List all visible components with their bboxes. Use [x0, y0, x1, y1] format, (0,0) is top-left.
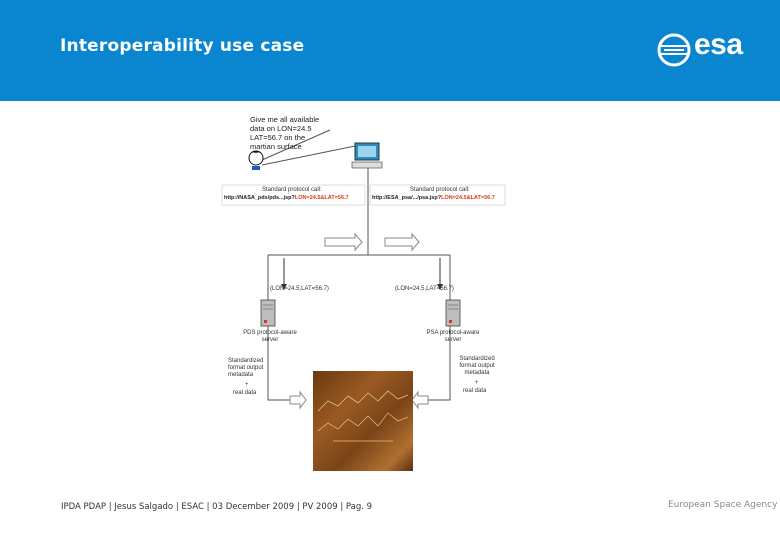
- pds-server-icon: [260, 299, 276, 327]
- header-bar: Interoperability use case esa: [0, 0, 780, 101]
- right-protocol-label: Standard protocol call:: [410, 187, 470, 193]
- spectrum-image: [313, 371, 413, 471]
- left-protocol-label: Standard protocol call:: [262, 187, 322, 193]
- esa-logo-text: esa: [694, 28, 743, 61]
- right-protocol-url-params: LON=24.5&LAT=56.7: [441, 195, 495, 201]
- interoperability-diagram: [221, 129, 506, 410]
- right-protocol-url: http://ESA_psa/.../psa.jsp?LON=24.5&LAT=…: [372, 195, 495, 201]
- footer-text: IPDA PDAP | Jesus Salgado | ESAC | 03 De…: [61, 502, 373, 512]
- spectrum-plot-lines: [317, 390, 409, 442]
- right-coords: (LON=24.5,LAT=56.7): [395, 286, 454, 292]
- left-real-data: real data: [233, 390, 257, 396]
- left-protocol-url-params: LON=24.5&LAT=56.7: [294, 195, 349, 201]
- right-output-plus: +: [475, 380, 479, 386]
- psa-server-label: PSA protocol-aware server: [426, 330, 480, 343]
- left-coords: (LON=24.5,LAT=56.7): [270, 286, 329, 292]
- psa-server-icon: [445, 299, 461, 327]
- right-real-data: real data: [463, 388, 487, 394]
- user-request-bubble: Give me all available data on LON=24.5 L…: [250, 115, 320, 151]
- page-title: Interoperability use case: [60, 36, 305, 56]
- left-protocol-url: http://NASA_pds/pds...jsp?LON=24.5&LAT=5…: [224, 195, 349, 201]
- right-protocol-url-prefix: http://ESA_psa/.../psa.jsp?: [372, 195, 442, 201]
- computer-icon: [351, 142, 383, 169]
- left-output-plus: +: [245, 382, 249, 388]
- footer-agency: European Space Agency: [668, 500, 778, 510]
- right-output-label: Standardized format output metadata: [459, 356, 495, 376]
- left-output-label: Standardized format output metadata: [228, 358, 264, 378]
- left-protocol-url-prefix: http://NASA_pds/pds...jsp?: [224, 195, 295, 201]
- pds-server-label: PDS protocol-aware server: [243, 330, 297, 343]
- user-icon: [248, 150, 264, 170]
- esa-logo-icon: [657, 33, 691, 67]
